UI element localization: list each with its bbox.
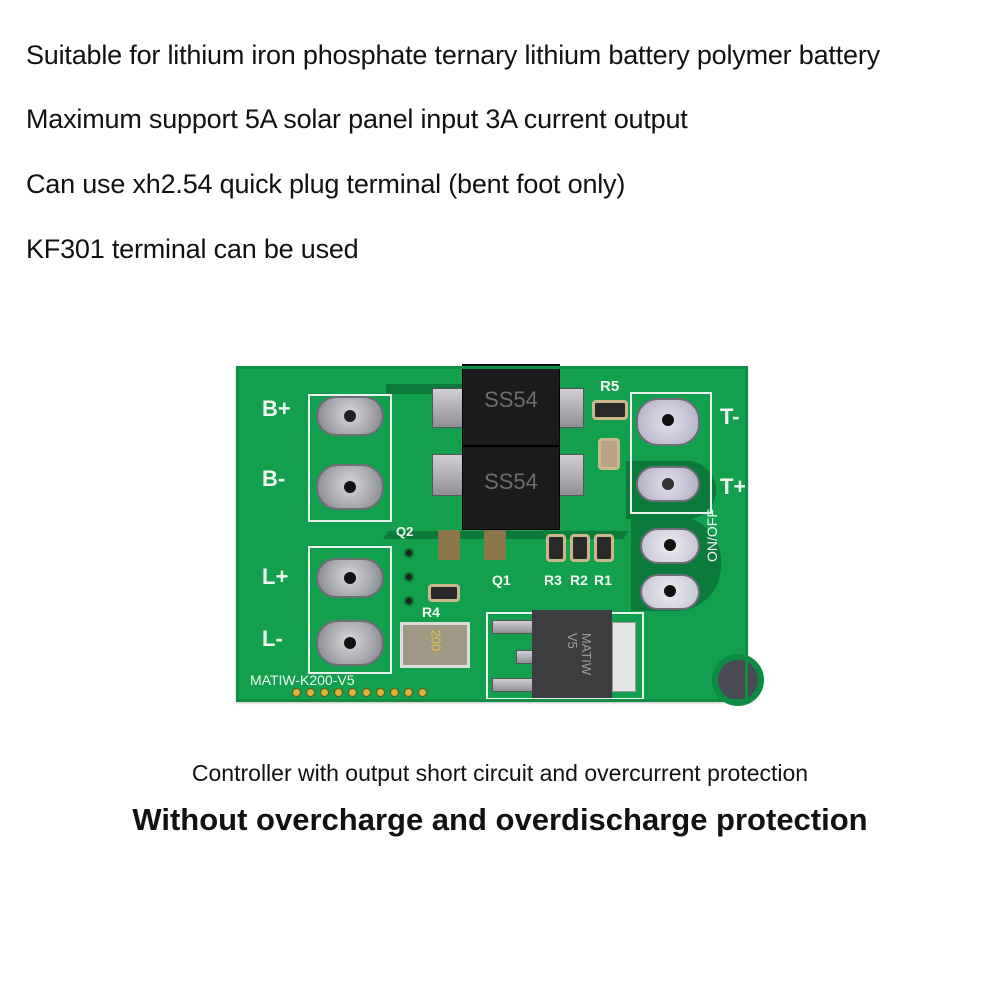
resistor-r3: [546, 534, 566, 562]
board-model-label: MATIW-K200-V5: [250, 672, 355, 688]
label-solar-minus: T-: [720, 404, 740, 429]
label-solar-plus: T+: [720, 474, 747, 499]
fuse: 200: [400, 622, 470, 668]
mounting-hole: [712, 654, 764, 706]
feature-line-4: KF301 terminal can be used: [26, 234, 359, 264]
label-q1: Q1: [492, 572, 511, 588]
battery-terminal-outline: [308, 394, 392, 522]
pcb-trace: [386, 384, 466, 394]
header-pin: [348, 688, 357, 697]
via: [404, 572, 414, 582]
label-q2: Q2: [396, 524, 414, 539]
resistor-r5: [592, 400, 628, 420]
header-pin: [390, 688, 399, 697]
switch-pad-1: [640, 528, 700, 564]
load-plus-pad: [316, 558, 384, 598]
transistor-q2: [438, 530, 460, 560]
feature-line-1: Suitable for lithium iron phosphate tern…: [26, 40, 880, 70]
feature-line-2: Maximum support 5A solar panel input 3A …: [26, 104, 688, 134]
label-battery-minus: B-: [262, 466, 286, 491]
battery-minus-pad: [316, 464, 384, 510]
label-battery-plus: B+: [262, 396, 291, 421]
switch-pad-2: [640, 574, 700, 610]
label-r1: R1: [594, 572, 612, 588]
header-pin: [362, 688, 371, 697]
resistor-r2: [570, 534, 590, 562]
regulator-pin: [492, 678, 534, 692]
label-r3: R3: [544, 572, 562, 588]
header-pin: [292, 688, 301, 697]
label-load-plus: L+: [262, 564, 289, 589]
label-r2: R2: [570, 572, 588, 588]
via: [404, 596, 414, 606]
via: [404, 548, 414, 558]
label-r4: R4: [422, 604, 440, 620]
pcb-trace: [383, 531, 629, 539]
label-load-minus: L-: [262, 626, 283, 651]
caption-protection: Controller with output short circuit and…: [191, 760, 809, 786]
header-pin: [320, 688, 329, 697]
solar-plus-pad: [636, 466, 700, 502]
regulator-tab: [612, 622, 636, 692]
battery-plus-pad: [316, 396, 384, 436]
solar-minus-pad: [636, 398, 700, 446]
caption-no-overcharge: Without overcharge and overdischarge pro…: [132, 802, 868, 837]
ss54-diode-top: SS54: [462, 364, 560, 446]
solar-terminal-outline: [630, 392, 712, 514]
header-pin: [404, 688, 413, 697]
ss54-diode-bottom: SS54: [462, 446, 560, 530]
resistor-r1: [594, 534, 614, 562]
label-r5: R5: [600, 378, 620, 395]
load-terminal-outline: [308, 546, 392, 674]
diode-tab: [558, 454, 584, 496]
header-pin: [334, 688, 343, 697]
load-minus-pad: [316, 620, 384, 666]
diode-tab: [432, 388, 464, 428]
resistor-r4: [428, 584, 460, 602]
diode-tab: [432, 454, 464, 496]
header-pin: [306, 688, 315, 697]
transistor-q1: [484, 530, 506, 560]
feature-line-3: Can use xh2.54 quick plug terminal (bent…: [26, 169, 626, 199]
diode-tab: [558, 388, 584, 428]
pcb-board-image: B+ B- L+ L- SS54 SS54 R5 T- T+ ON/OFF Q2…: [236, 364, 764, 706]
regulator-chip: MATIW V5: [532, 610, 612, 698]
label-on-off: ON/OFF: [704, 509, 720, 562]
header-pin: [418, 688, 427, 697]
regulator-pin: [492, 620, 534, 634]
header-pin: [376, 688, 385, 697]
capacitor: [598, 438, 620, 470]
